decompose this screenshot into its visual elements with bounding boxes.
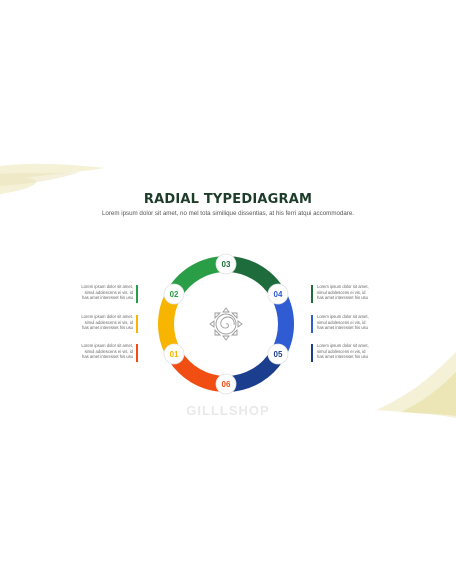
radial-diagram: 01 02 03 04 05 06: [157, 253, 294, 395]
slide: RADIAL TYPEDIAGRAM Lorem ipsum dolor sit…: [0, 160, 456, 422]
note-right-1: Lorem ipsum dolor sit amet, simul adoles…: [317, 284, 369, 301]
segment-badge-02: 02: [163, 283, 185, 305]
badges: 01 02 03 04 05 06: [163, 253, 289, 395]
diagram-title: RADIAL TYPEDIAGRAM: [143, 192, 313, 207]
ring-segment-01: [157, 292, 180, 356]
segment-badge-06: 06: [215, 373, 237, 395]
segment-badge-05: 05: [267, 343, 289, 365]
ring-segment-04: [272, 292, 294, 356]
ring-segment-06: [168, 351, 224, 392]
note-right-3: Lorem ipsum dolor sit amet, simul adoles…: [317, 343, 369, 360]
segment-number-04: 04: [274, 290, 283, 299]
note-left-1-bar: [136, 285, 138, 303]
brush-stroke-decoration: [376, 352, 456, 418]
segment-number-01: 01: [170, 350, 179, 359]
ring-segment-02: [168, 256, 224, 297]
ring: [157, 256, 294, 392]
segment-number-05: 05: [274, 350, 283, 359]
segment-number-06: 06: [222, 380, 231, 389]
brush-stroke-decoration: [0, 163, 105, 194]
diagram-subtitle: Lorem ipsum dolor sit amet, no mel tota …: [101, 210, 355, 217]
segment-badge-01: 01: [163, 343, 185, 365]
note-right-3-bar: [311, 344, 313, 362]
note-right-2-bar: [311, 315, 313, 333]
sun-spiral-icon: [209, 307, 243, 341]
note-left-3: Lorem ipsum dolor sit amet, simul adoles…: [81, 343, 133, 360]
segment-number-03: 03: [222, 260, 231, 269]
ring-segment-03: [228, 256, 284, 297]
note-left-2-bar: [136, 315, 138, 333]
note-left-2: Lorem ipsum dolor sit amet, simul adoles…: [81, 314, 133, 331]
segment-badge-04: 04: [267, 283, 289, 305]
segment-number-02: 02: [170, 290, 179, 299]
note-left-1: Lorem ipsum dolor sit amet, simul adoles…: [81, 284, 133, 301]
note-left-3-bar: [136, 344, 138, 362]
watermark: GILLLSHOP: [186, 403, 270, 418]
note-right-1-bar: [311, 285, 313, 303]
note-right-2: Lorem ipsum dolor sit amet, simul adoles…: [317, 314, 369, 331]
ring-segment-05: [228, 351, 284, 392]
segment-badge-03: 03: [215, 253, 237, 275]
